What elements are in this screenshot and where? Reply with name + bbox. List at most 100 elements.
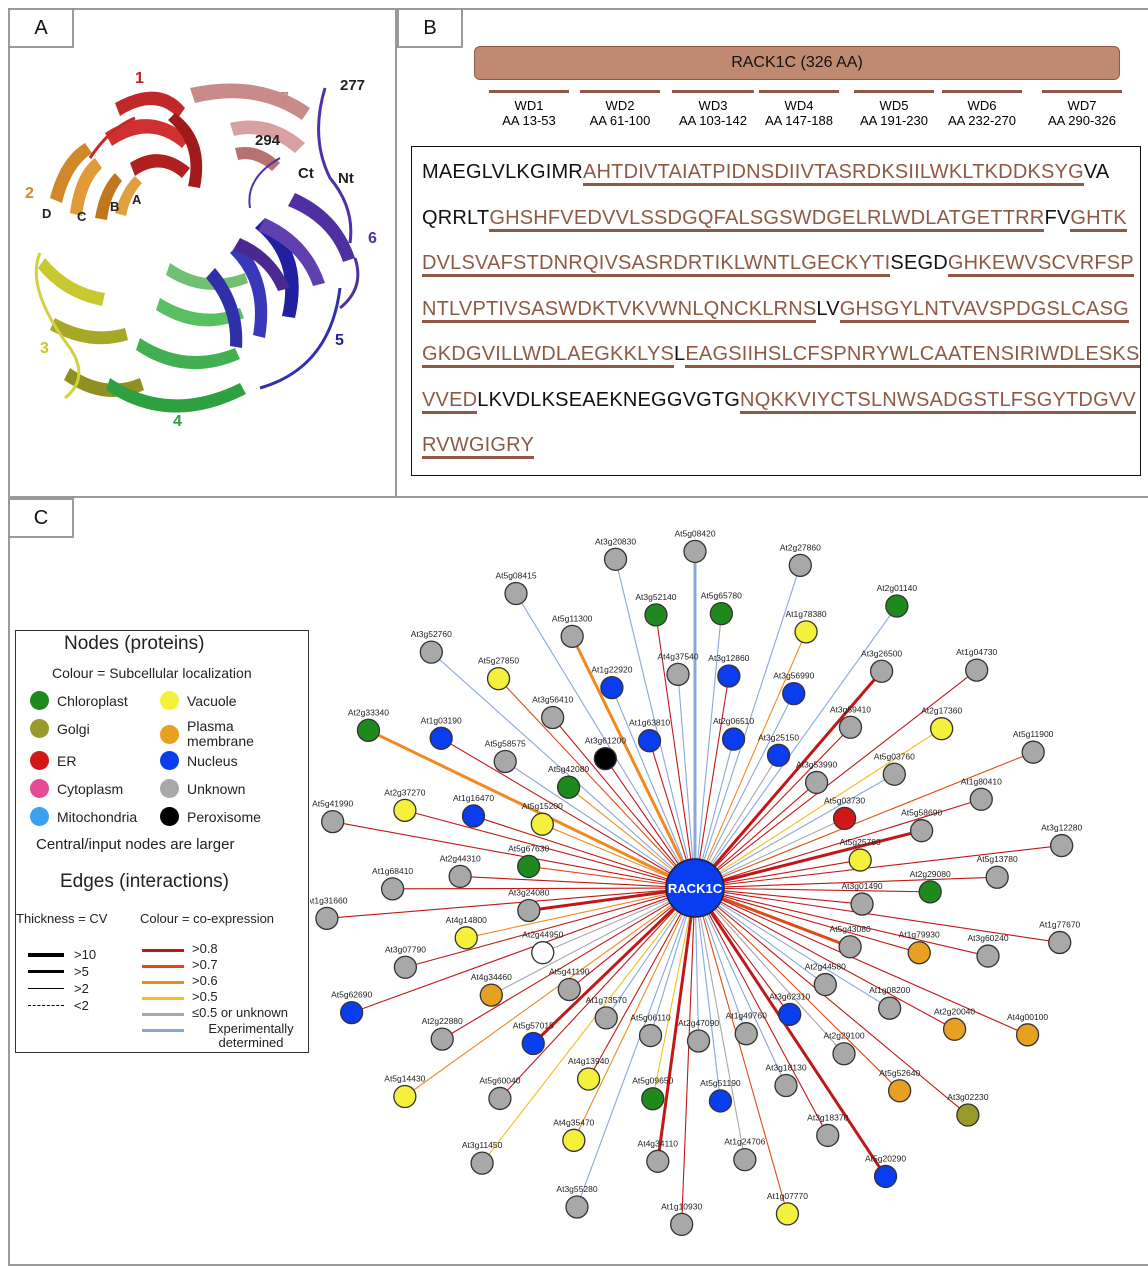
network-node[interactable]	[734, 1022, 758, 1046]
network-node[interactable]	[976, 944, 1000, 968]
network-node[interactable]	[686, 1029, 711, 1053]
network-node-label: At5g11900	[1013, 729, 1054, 739]
network-node[interactable]	[882, 762, 906, 786]
network-node[interactable]	[782, 681, 806, 706]
network-node[interactable]	[942, 1017, 967, 1041]
network-node[interactable]	[521, 1031, 545, 1056]
network-node[interactable]	[885, 594, 909, 618]
legend-localization: Cytoplasm	[30, 779, 123, 798]
network-node[interactable]	[380, 877, 405, 901]
network-node-label: At2g29100	[823, 1031, 864, 1041]
network-node[interactable]	[1021, 740, 1045, 764]
network-node[interactable]	[637, 729, 662, 753]
network-node[interactable]	[493, 749, 517, 774]
network-node[interactable]	[565, 1195, 589, 1219]
network-node[interactable]	[393, 1084, 417, 1109]
network-node[interactable]	[600, 675, 624, 700]
network-node[interactable]	[488, 1086, 512, 1111]
network-node[interactable]	[965, 658, 989, 682]
network-node[interactable]	[804, 770, 829, 795]
network-node[interactable]	[766, 743, 791, 767]
network-node[interactable]	[393, 798, 417, 823]
network-node[interactable]	[479, 983, 503, 1007]
network-node[interactable]	[873, 1164, 898, 1189]
network-node[interactable]	[909, 819, 934, 843]
network-node[interactable]	[869, 659, 894, 683]
network-node[interactable]	[670, 1212, 694, 1237]
network-node[interactable]	[644, 603, 668, 627]
central-node[interactable]	[665, 858, 725, 918]
network-node[interactable]	[356, 718, 381, 742]
network-node[interactable]	[517, 854, 541, 879]
network-node[interactable]	[878, 996, 902, 1020]
network-node[interactable]	[315, 906, 339, 930]
network-node[interactable]	[813, 972, 837, 997]
network-node-label: At5g62690	[331, 990, 372, 1000]
network-node[interactable]	[733, 1147, 757, 1172]
network-node[interactable]	[560, 624, 584, 648]
network-node[interactable]	[603, 547, 628, 571]
network-node[interactable]	[594, 1006, 618, 1030]
network-node[interactable]	[832, 806, 857, 831]
network-node[interactable]	[838, 935, 862, 959]
domain-range: AA 103-142	[679, 113, 747, 128]
network-node[interactable]	[430, 1027, 454, 1051]
network-node[interactable]	[1015, 1023, 1040, 1047]
network-node[interactable]	[816, 1123, 840, 1148]
network-node[interactable]	[717, 664, 741, 688]
network-node[interactable]	[778, 1002, 802, 1027]
legend-coexp-label: ≤0.5 or unknown	[192, 1005, 289, 1020]
network-node[interactable]	[517, 898, 541, 923]
network-node[interactable]	[709, 601, 733, 626]
network-node[interactable]	[454, 926, 478, 950]
network-node[interactable]	[774, 1073, 798, 1098]
network-node[interactable]	[969, 787, 993, 811]
network-node[interactable]	[429, 726, 453, 750]
network-node[interactable]	[461, 804, 486, 828]
network-node[interactable]	[448, 864, 472, 889]
network-node[interactable]	[646, 1149, 670, 1173]
network-node[interactable]	[794, 620, 818, 644]
network-node[interactable]	[562, 1128, 586, 1152]
network-node[interactable]	[593, 746, 618, 771]
network-node[interactable]	[887, 1079, 912, 1103]
network-node[interactable]	[419, 640, 443, 664]
network-node[interactable]	[638, 1023, 663, 1048]
network-node[interactable]	[832, 1042, 856, 1066]
network-node[interactable]	[1050, 833, 1074, 858]
network-node[interactable]	[641, 1087, 665, 1111]
network-node[interactable]	[930, 717, 954, 741]
network-node[interactable]	[708, 1089, 733, 1113]
network-node[interactable]	[321, 809, 345, 834]
network-node[interactable]	[393, 955, 418, 979]
network-node[interactable]	[666, 662, 690, 687]
network-node[interactable]	[850, 892, 874, 916]
network-edge	[694, 829, 922, 890]
domain-name: WD2	[605, 98, 635, 113]
network-node[interactable]	[556, 775, 581, 799]
network-node[interactable]	[788, 553, 812, 577]
network-node[interactable]	[486, 666, 511, 691]
network-node[interactable]	[838, 715, 863, 739]
network-node[interactable]	[848, 848, 872, 872]
network-node[interactable]	[1048, 930, 1072, 955]
network-node[interactable]	[531, 941, 555, 965]
network-node[interactable]	[775, 1202, 800, 1226]
sequence-line: GKDGVILLWDLAEGKKLYSLEAGSIIHSLCFSPNRYWLCA…	[422, 343, 1140, 368]
network-node[interactable]	[530, 812, 554, 836]
network-node[interactable]	[340, 1000, 364, 1025]
legend-color-dot	[160, 751, 179, 770]
network-node[interactable]	[985, 865, 1009, 889]
network-node[interactable]	[683, 539, 707, 564]
network-edge	[552, 717, 696, 889]
network-node-label: At1g04730	[956, 647, 997, 657]
network-node[interactable]	[504, 581, 528, 606]
network-node[interactable]	[721, 727, 746, 751]
network-node[interactable]	[907, 941, 931, 965]
network-node[interactable]	[576, 1067, 601, 1091]
network-node[interactable]	[541, 705, 565, 730]
network-node[interactable]	[470, 1151, 494, 1175]
network-node[interactable]	[918, 880, 942, 904]
network-node[interactable]	[557, 977, 581, 1002]
network-node[interactable]	[956, 1103, 980, 1127]
